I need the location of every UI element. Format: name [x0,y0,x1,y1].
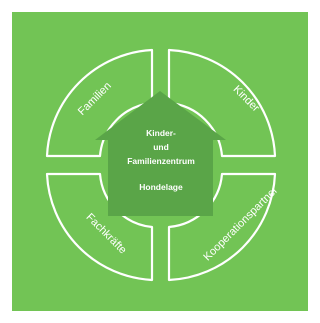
segment-bottom-right-ring [167,172,277,282]
house-line-4: Hondelage [139,182,183,192]
house-shape [95,91,226,216]
house-line-1: Kinder- [146,128,176,138]
house-line-3: Familienzentrum [127,156,195,166]
house-line-2: und [153,142,169,152]
segment-top-right-ring [167,48,277,158]
